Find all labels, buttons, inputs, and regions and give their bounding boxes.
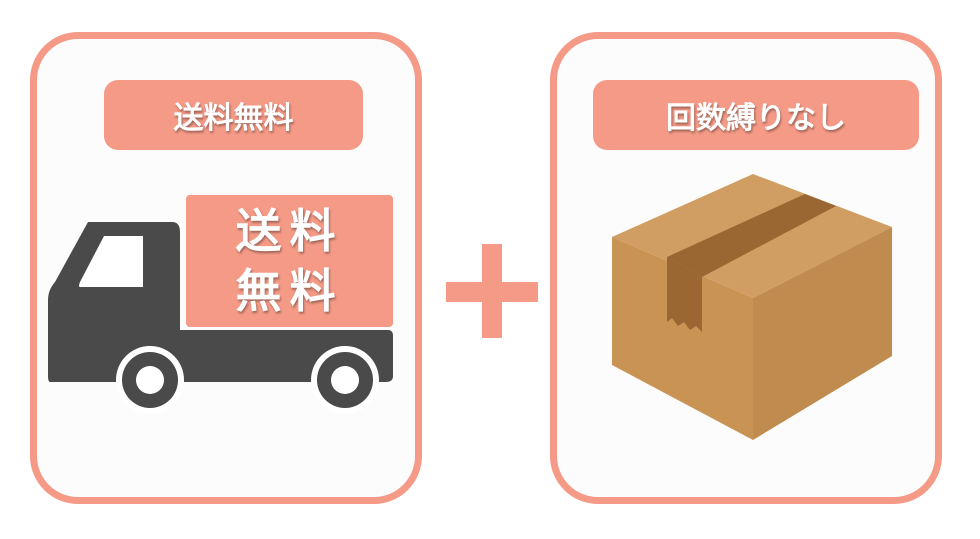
truck-sign-line-1: 送料 xyxy=(235,204,344,258)
cardboard-box-icon xyxy=(612,174,892,440)
free-shipping-title: 送料無料 xyxy=(104,80,363,150)
truck-sign-line-2: 無料 xyxy=(235,264,344,318)
truck-sign: 送料 無料 xyxy=(186,195,393,327)
plus-icon xyxy=(446,244,538,338)
no-commitment-title: 回数縛りなし xyxy=(593,80,919,150)
truck-icon xyxy=(48,222,393,414)
